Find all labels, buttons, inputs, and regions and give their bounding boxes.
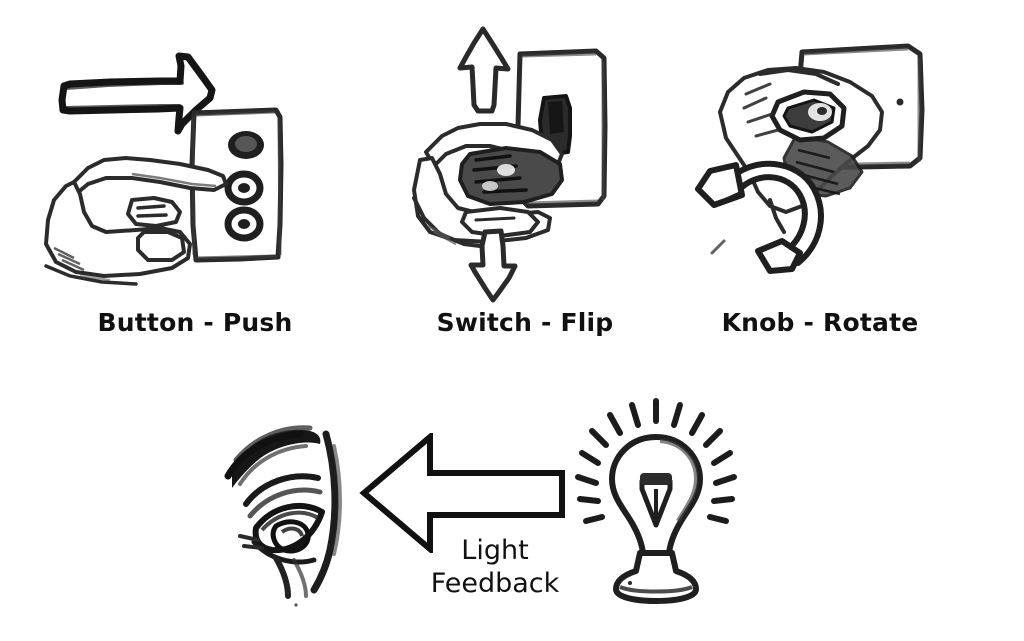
caption-light-line-2: Feedback xyxy=(430,567,560,599)
panel-switch-flip: Switch - Flip xyxy=(410,20,640,337)
panel-knob-rotate: Knob - Rotate xyxy=(690,20,950,337)
arrow-down-sketch-icon xyxy=(468,228,518,303)
button-wall-plate-icon xyxy=(189,107,284,263)
panel-button-push: Button - Push xyxy=(40,20,350,337)
caption-light-line-1: Light xyxy=(461,535,529,566)
arrow-left-block-icon xyxy=(359,433,565,553)
light-bulb-glowing-icon xyxy=(575,398,737,604)
hand-gripping-switch-icon xyxy=(412,122,564,250)
caption-switch-flip: Switch - Flip xyxy=(436,308,614,337)
caption-knob-rotate: Knob - Rotate xyxy=(721,308,919,337)
arrow-up-sketch-icon xyxy=(457,26,511,114)
caption-light-feedback: Light Feedback xyxy=(395,535,595,601)
hand-pressing-button-icon xyxy=(44,156,228,286)
caption-button-push: Button - Push xyxy=(97,308,293,337)
arrow-right-sketch-icon xyxy=(58,52,216,135)
panel-light-feedback: Light Feedback xyxy=(200,385,760,625)
human-eye-sketch-icon xyxy=(224,425,342,607)
curved-rotation-arrow-icon xyxy=(695,160,824,274)
